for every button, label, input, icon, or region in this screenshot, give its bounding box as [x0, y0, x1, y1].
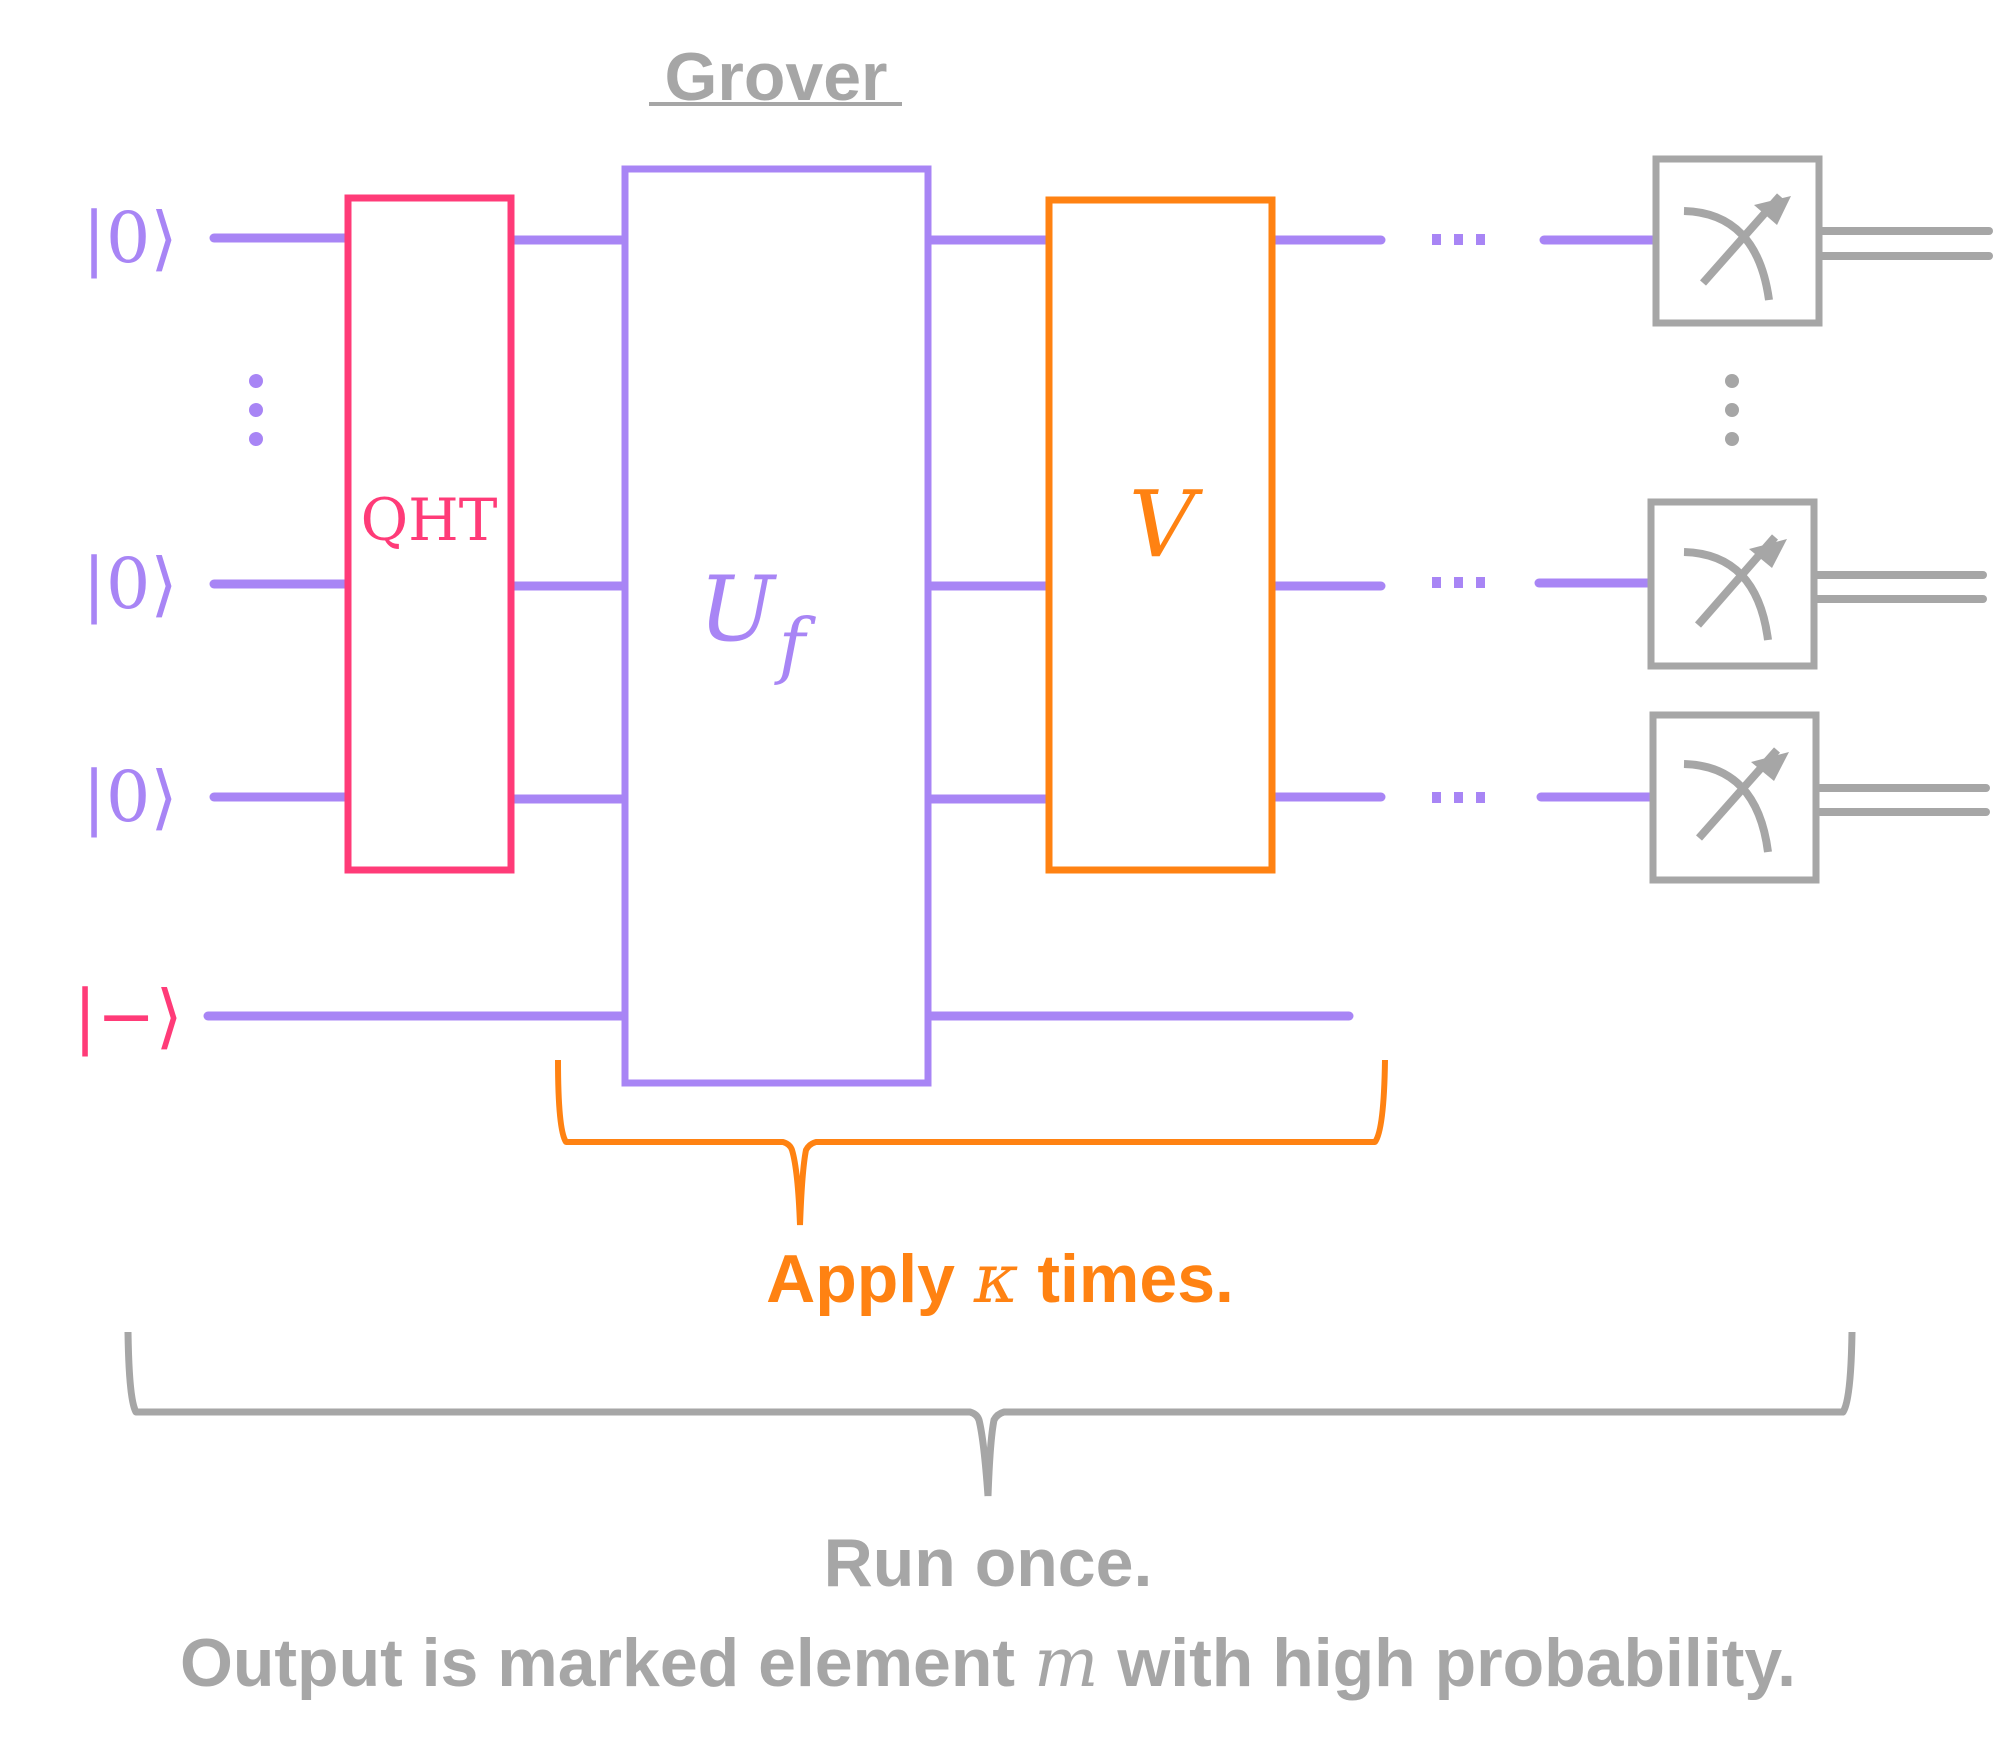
qht-gate-label: QHT [361, 486, 498, 554]
quantum-wires [203, 233, 1658, 1021]
qht-gate: QHT [344, 194, 515, 874]
meter-icon [1683, 747, 1789, 853]
input-label-qubit-2: |0⟩ [82, 543, 177, 625]
wire-ellipsis-2 [1432, 577, 1485, 588]
inner-brace [555, 1059, 1388, 1226]
oracle-gate-label-main: U [699, 557, 778, 662]
wire-ellipsis-1 [1432, 234, 1485, 245]
outer-annotation-line-2-m: m [1034, 1624, 1098, 1703]
outer-annotation-line-2: Output is marked element m with high pro… [180, 1624, 1796, 1703]
input-vertical-ellipsis [249, 374, 263, 446]
outer-annotation-line-1: Run once. [824, 1525, 1153, 1601]
wire-ellipsis-3 [1432, 792, 1485, 803]
inner-brace-label: Apply κ times. [766, 1240, 1234, 1319]
classical-output-2 [1813, 571, 1987, 603]
classical-output-1 [1818, 227, 1993, 260]
inner-brace-label-suffix: times. [1018, 1241, 1233, 1317]
outer-brace [124, 1331, 1856, 1497]
oracle-gate: Uf [621, 165, 932, 1087]
inner-brace-label-prefix: Apply [766, 1241, 974, 1317]
outer-annotation-line-2-prefix: Output is marked element [180, 1625, 1034, 1701]
diffusion-gate: V [1045, 196, 1276, 874]
input-label-qubit-1: |0⟩ [82, 197, 177, 279]
measurement-2 [1647, 498, 1987, 670]
input-label-ancilla: |−⟩ [73, 975, 183, 1057]
diffusion-gate-label: V [1129, 471, 1204, 578]
input-label-qubit-3: |0⟩ [82, 756, 177, 838]
inner-brace-label-kappa: κ [973, 1240, 1019, 1319]
measurement-vertical-ellipsis [1725, 374, 1739, 446]
measurement-1 [1652, 155, 1993, 327]
classical-output-3 [1816, 784, 1990, 816]
measurement-3 [1649, 711, 1990, 884]
meter-icon [1683, 534, 1787, 641]
outer-annotation-line-2-suffix: with high probability. [1098, 1625, 1796, 1701]
meter-icon [1683, 193, 1791, 301]
